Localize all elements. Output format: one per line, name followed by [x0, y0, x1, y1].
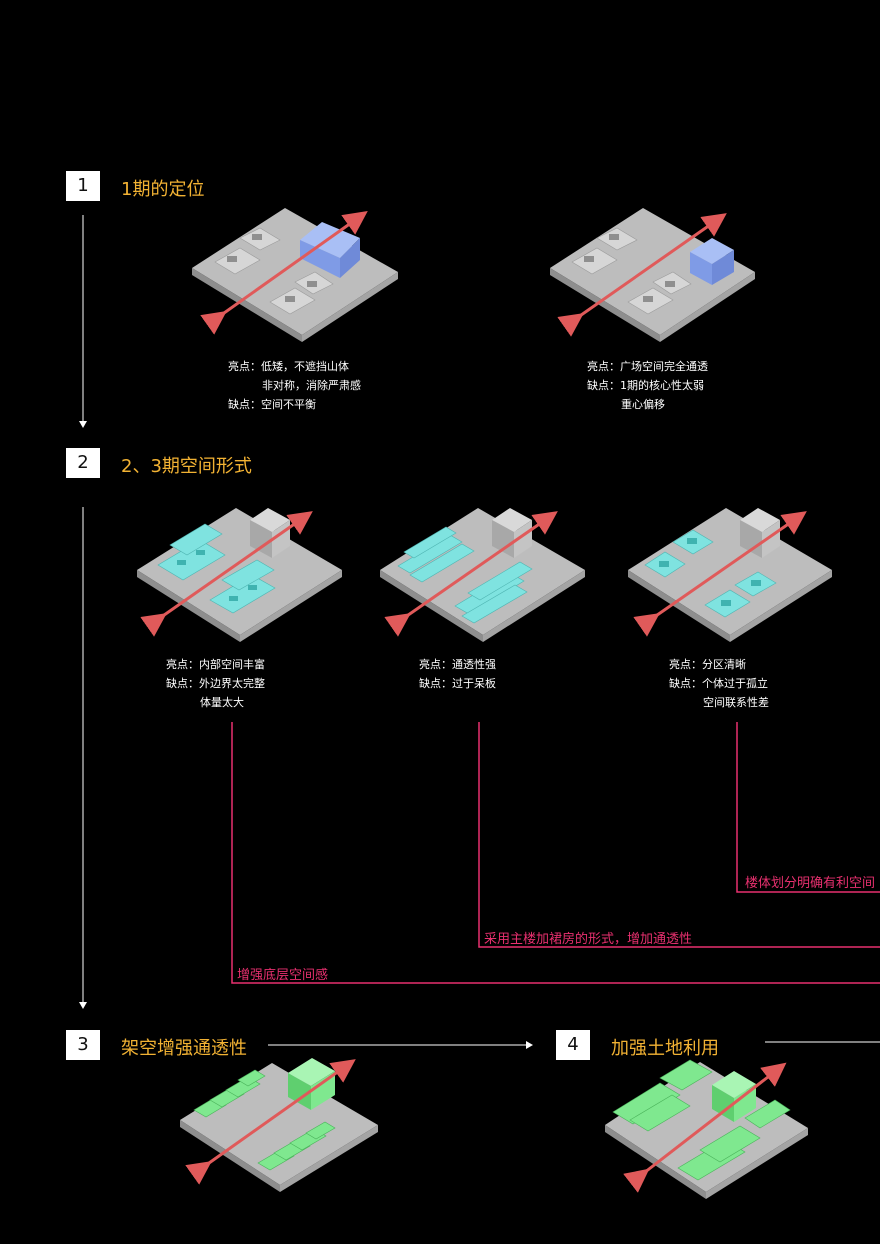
- step-1-number: 1: [66, 171, 100, 201]
- conclusion-middle: 采用主楼加裙房的形式，增加通透性: [484, 932, 693, 947]
- note-line: 重心偏移: [621, 398, 665, 411]
- note-line: 非对称，消除严肃感: [262, 379, 361, 392]
- conclusion-right: 楼体划分明确有利空间: [745, 876, 876, 891]
- note-line: 亮点：低矮，不遮挡山体: [228, 360, 349, 373]
- phase1-diagram-a: [192, 208, 398, 342]
- note-line: 亮点：内部空间丰富: [166, 658, 265, 671]
- note-line: 体量太大: [200, 696, 244, 709]
- conclusion-left: 增强底层空间感: [237, 968, 329, 983]
- phase3-diagram: [180, 1058, 378, 1192]
- note-line: 缺点：外边界太完整: [166, 677, 265, 690]
- phase1-diagram-b: [550, 208, 755, 342]
- step-2-number: 2: [66, 448, 100, 478]
- step-3-number: 3: [66, 1030, 100, 1060]
- note-line: 缺点：空间不平衡: [228, 398, 316, 411]
- phase2-notes-c: 亮点：分区清晰 缺点：个体过于孤立 空间联系性差: [669, 655, 769, 712]
- step-1-title: 1期的定位: [121, 179, 205, 200]
- step-4-number: 4: [556, 1030, 590, 1060]
- phase2-diagram-b: [380, 508, 585, 642]
- phase2-diagram-a: [137, 508, 342, 642]
- note-line: 缺点：个体过于孤立: [669, 677, 768, 690]
- phase2-notes-a: 亮点：内部空间丰富 缺点：外边界太完整 体量太大: [166, 655, 265, 712]
- phase2-notes-b: 亮点：通透性强 缺点：过于呆板: [419, 655, 496, 693]
- note-line: 空间联系性差: [703, 696, 769, 709]
- step-2-title: 2、3期空间形式: [121, 456, 252, 477]
- note-line: 亮点：分区清晰: [669, 658, 746, 671]
- note-line: 亮点：广场空间完全通透: [587, 360, 708, 373]
- phase2-diagram-c: [628, 508, 832, 642]
- phase1-notes-a: 亮点：低矮，不遮挡山体 非对称，消除严肃感 缺点：空间不平衡: [228, 357, 361, 414]
- phase4-diagram: [605, 1059, 808, 1199]
- note-line: 缺点：1期的核心性太弱: [587, 379, 704, 392]
- step-3-title: 架空增强通透性: [121, 1038, 247, 1059]
- phase1-notes-b: 亮点：广场空间完全通透 缺点：1期的核心性太弱 重心偏移: [587, 357, 708, 414]
- note-line: 亮点：通透性强: [419, 658, 496, 671]
- step-4-title: 加强土地利用: [611, 1038, 719, 1059]
- note-line: 缺点：过于呆板: [419, 677, 496, 690]
